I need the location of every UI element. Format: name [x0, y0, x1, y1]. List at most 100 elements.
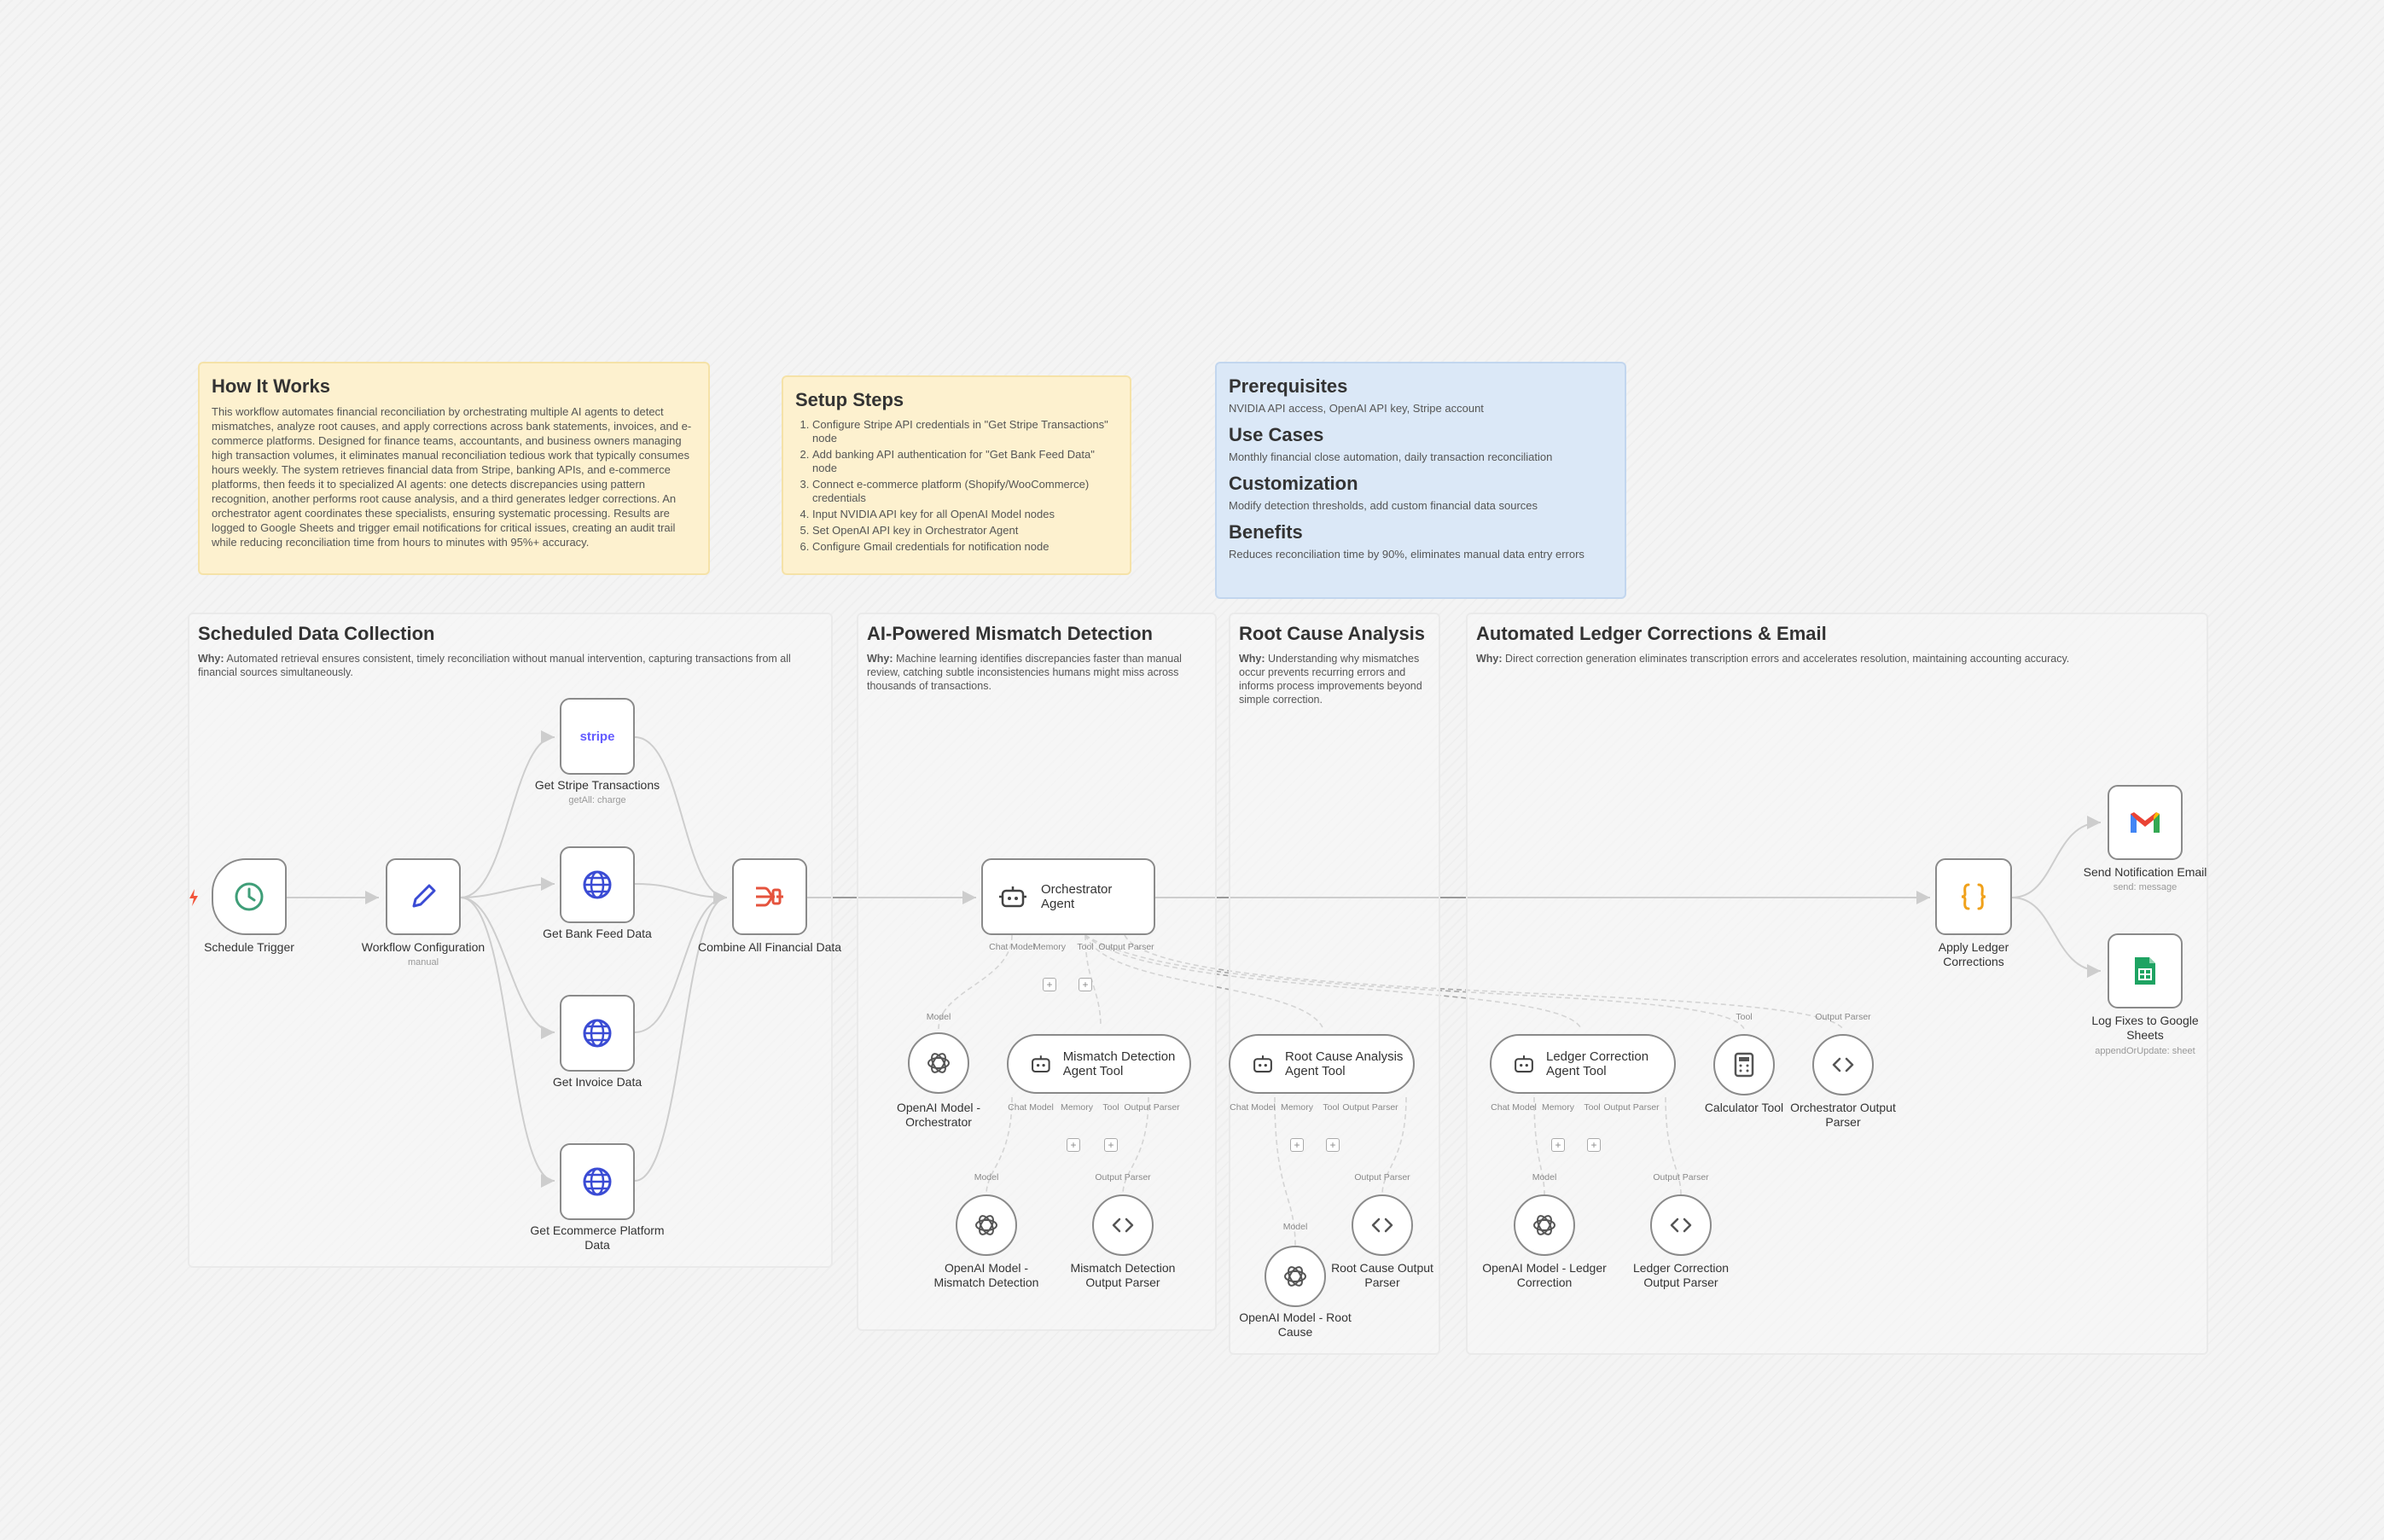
port-model: Model — [926, 1012, 951, 1022]
port-output-parser: Output Parser — [1653, 1172, 1709, 1183]
group-mismatch-detection[interactable]: AI-Powered Mismatch Detection Why: Machi… — [857, 613, 1217, 1331]
note-how-it-works[interactable]: How It Works This workflow automates fin… — [198, 362, 710, 575]
calculator-icon — [1734, 1052, 1754, 1078]
node-send-notification-email[interactable] — [2108, 785, 2183, 860]
openai-icon — [975, 1215, 997, 1235]
node-mismatch-output-parser[interactable] — [1092, 1194, 1154, 1256]
note-prerequisites[interactable]: Prerequisites NVIDIA API access, OpenAI … — [1215, 362, 1626, 599]
node-label: Root Cause Output Parser — [1331, 1261, 1433, 1289]
node-label: OpenAI Model - Ledger Correction — [1482, 1261, 1607, 1289]
code-icon — [1832, 1057, 1854, 1072]
group-root-cause[interactable]: Root Cause Analysis Why: Understanding w… — [1229, 613, 1440, 1355]
why-text: Direct correction generation eliminates … — [1505, 653, 2070, 665]
node-label: OpenAI Model - Mismatch Detection — [933, 1261, 1039, 1289]
pencil-icon — [412, 884, 436, 908]
node-get-invoice-data[interactable] — [560, 995, 635, 1072]
why-label: Why: — [1239, 653, 1265, 665]
openai-icon — [1284, 1266, 1306, 1287]
node-label: OpenAI Model - Orchestrator — [896, 1101, 981, 1129]
note-body: This workflow automates financial reconc… — [212, 405, 692, 549]
group-description: Why: Machine learning identifies discrep… — [867, 652, 1207, 693]
port-output-parser: Output Parser — [1098, 942, 1154, 952]
port-model: Model — [1282, 1222, 1308, 1232]
port-output-parser: Output Parser — [1342, 1102, 1398, 1113]
node-subtitle: send: message — [2113, 882, 2178, 892]
robot-icon — [999, 886, 1026, 908]
group-ledger-corrections[interactable]: Automated Ledger Corrections & Email Why… — [1466, 613, 2208, 1355]
note-title: Setup Steps — [795, 389, 904, 410]
add-tool-button[interactable]: + — [1104, 1138, 1118, 1152]
code-icon — [1371, 1217, 1393, 1233]
node-subtitle: manual — [407, 957, 439, 968]
node-label: Schedule Trigger — [204, 940, 294, 954]
lightning-icon — [189, 889, 198, 906]
add-memory-button[interactable]: + — [1290, 1138, 1304, 1152]
port-model: Model — [974, 1172, 999, 1183]
add-tool-button[interactable]: + — [1079, 978, 1092, 991]
why-text: Understanding why mismatches occur preve… — [1239, 653, 1422, 706]
node-schedule-trigger[interactable] — [212, 858, 287, 935]
openai-icon — [927, 1053, 950, 1073]
clock-icon — [235, 882, 264, 911]
setup-step: Set OpenAI API key in Orchestrator Agent — [812, 524, 1118, 538]
port-chat-model: Chat Model — [1008, 1102, 1054, 1113]
node-orchestrator-output-parser[interactable] — [1812, 1034, 1874, 1095]
why-label: Why: — [198, 653, 224, 665]
node-get-bank-feed-data[interactable] — [560, 846, 635, 923]
node-apply-ledger-corrections[interactable] — [1935, 858, 2012, 935]
add-memory-button[interactable]: + — [1551, 1138, 1565, 1152]
gmail-icon — [2131, 812, 2160, 833]
node-openai-ledger[interactable] — [1514, 1194, 1575, 1256]
setup-step: Input NVIDIA API key for all OpenAI Mode… — [812, 508, 1118, 521]
node-label: Ledger Correction Output Parser — [1632, 1261, 1730, 1289]
node-get-stripe-transactions[interactable]: stripe — [560, 698, 635, 775]
node-orchestrator-agent[interactable]: Orchestrator Agent — [981, 858, 1155, 935]
group-title: Root Cause Analysis — [1239, 623, 1426, 644]
node-label: Send Notification Email — [2083, 865, 2207, 879]
robot-icon — [1515, 1055, 1533, 1073]
port-output-parser: Output Parser — [1603, 1102, 1660, 1113]
node-openai-root-cause[interactable] — [1265, 1246, 1326, 1307]
node-label: Mismatch Detection Output Parser — [1070, 1261, 1176, 1289]
add-memory-button[interactable]: + — [1043, 978, 1056, 991]
why-text: Automated retrieval ensures consistent, … — [198, 653, 791, 678]
group-title: Automated Ledger Corrections & Email — [1476, 623, 1827, 644]
robot-icon — [1032, 1055, 1050, 1072]
google-sheets-icon — [2135, 957, 2155, 985]
add-tool-button[interactable]: + — [1587, 1138, 1601, 1152]
node-openai-orchestrator[interactable] — [908, 1032, 969, 1094]
node-log-to-google-sheets[interactable] — [2108, 933, 2183, 1008]
port-chat-model: Chat Model — [1491, 1102, 1537, 1113]
node-get-ecommerce-data[interactable] — [560, 1143, 635, 1220]
node-subtitle: appendOrUpdate: sheet — [2095, 1046, 2195, 1056]
node-combine-financial-data[interactable] — [732, 858, 807, 935]
port-memory: Memory — [1281, 1102, 1313, 1113]
node-label: OpenAI Model - Root Cause — [1239, 1310, 1352, 1339]
robot-icon — [1253, 1055, 1272, 1073]
node-root-cause-output-parser[interactable] — [1352, 1194, 1413, 1256]
note-setup-steps[interactable]: Setup Steps Configure Stripe API credent… — [782, 375, 1131, 575]
node-title: Ledger Correction Agent Tool — [1546, 1049, 1649, 1078]
code-icon — [1670, 1217, 1692, 1233]
node-ledger-correction-tool[interactable]: Ledger Correction Agent Tool — [1490, 1034, 1676, 1094]
port-memory: Memory — [1061, 1102, 1093, 1113]
port-tool: Tool — [1077, 942, 1094, 952]
node-workflow-configuration[interactable] — [386, 858, 461, 935]
node-label: Combine All Financial Data — [697, 940, 842, 954]
node-ledger-output-parser[interactable] — [1650, 1194, 1712, 1256]
why-label: Why: — [867, 653, 893, 665]
node-openai-mismatch[interactable] — [956, 1194, 1017, 1256]
node-label: Orchestrator Output Parser — [1790, 1101, 1896, 1129]
customization-title: Customization — [1229, 473, 1358, 494]
add-memory-button[interactable]: + — [1067, 1138, 1080, 1152]
add-tool-button[interactable]: + — [1326, 1138, 1340, 1152]
group-data-collection[interactable]: Scheduled Data Collection Why: Automated… — [188, 613, 833, 1268]
node-root-cause-tool[interactable]: Root Cause Analysis Agent Tool — [1229, 1034, 1415, 1094]
node-calculator-tool[interactable] — [1713, 1034, 1775, 1095]
setup-steps-list: Configure Stripe API credentials in "Get… — [795, 418, 1118, 554]
port-chat-model: Chat Model — [989, 942, 1035, 952]
port-output-parser: Output Parser — [1815, 1012, 1871, 1022]
setup-step: Connect e-commerce platform (Shopify/Woo… — [812, 478, 1118, 505]
node-mismatch-detection-tool[interactable]: Mismatch Detection Agent Tool — [1007, 1034, 1191, 1094]
